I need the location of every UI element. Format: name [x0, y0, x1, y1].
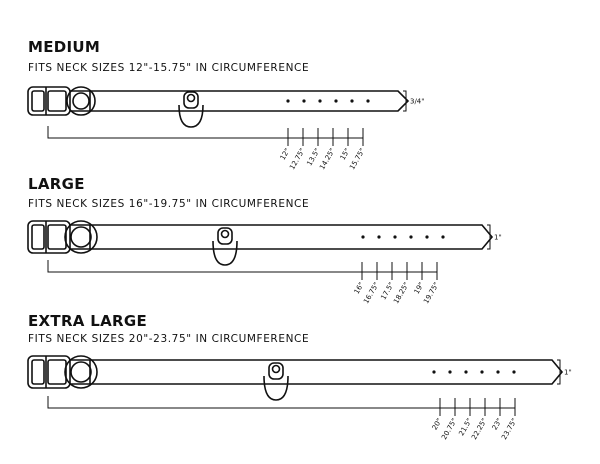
width-bracket [487, 224, 491, 250]
section-title: MEDIUM [28, 38, 101, 56]
width-bracket [403, 90, 407, 112]
adjustment-hole [441, 235, 445, 239]
buckle-frame [27, 86, 71, 116]
buckle-frame [27, 355, 71, 389]
buckle-inner-left [31, 224, 45, 250]
adjustment-hole [361, 235, 365, 239]
strap-width-label: 3/4" [410, 98, 425, 106]
adjustment-hole [409, 235, 413, 239]
d-ring-rivet [186, 93, 196, 103]
section-subtitle: FITS NECK SIZES 16"-19.75" IN CIRCUMFERE… [28, 198, 310, 210]
o-ring-inner [70, 361, 92, 383]
o-ring [64, 220, 98, 254]
d-ring [263, 375, 289, 401]
d-ring-rivet [220, 229, 230, 239]
section-title: LARGE [28, 175, 85, 193]
adjustment-hole [464, 370, 468, 374]
buckle-inner-right [47, 90, 67, 112]
section-subtitle: FITS NECK SIZES 20"-23.75" IN CIRCUMFERE… [28, 333, 310, 345]
width-bracket [557, 359, 561, 385]
adjustment-hole [432, 370, 436, 374]
adjustment-hole [393, 235, 397, 239]
measurement-axis [47, 260, 437, 273]
size-tick-label: 19" [413, 281, 426, 296]
adjustment-hole [286, 99, 290, 103]
size-tick-label: 20" [431, 417, 444, 432]
o-ring [66, 86, 96, 116]
adjustment-hole [425, 235, 429, 239]
adjustment-hole [350, 99, 354, 103]
adjustment-hole [496, 370, 500, 374]
adjustment-hole [377, 235, 381, 239]
collar-strap [70, 90, 410, 112]
adjustment-hole [448, 370, 452, 374]
adjustment-hole [480, 370, 484, 374]
adjustment-hole [512, 370, 516, 374]
adjustment-hole [302, 99, 306, 103]
section-title: EXTRA LARGE [28, 312, 148, 330]
d-ring [212, 240, 238, 266]
size-tick-label: 15" [339, 147, 352, 162]
measurement-axis [47, 396, 515, 409]
size-tick-label: 12" [279, 147, 292, 162]
o-ring-inner [70, 226, 92, 248]
buckle-inner-left [31, 359, 45, 385]
strap-width-label: 1" [494, 234, 502, 242]
size-tick-label: 23" [491, 417, 504, 432]
size-tick-label: 16" [353, 281, 366, 296]
collar-strap [70, 359, 564, 385]
buckle-inner-right [47, 359, 67, 385]
d-ring-rivet [271, 364, 281, 374]
adjustment-hole [366, 99, 370, 103]
o-ring-inner [72, 92, 90, 110]
adjustment-hole [318, 99, 322, 103]
buckle-inner-left [31, 90, 45, 112]
d-ring [178, 104, 204, 128]
measurement-axis [47, 126, 363, 139]
strap-width-label: 1" [564, 369, 572, 377]
section-subtitle: FITS NECK SIZES 12"-15.75" IN CIRCUMFERE… [28, 62, 310, 74]
buckle-frame [27, 220, 71, 254]
adjustment-hole [334, 99, 338, 103]
collar-strap [70, 224, 494, 250]
buckle-inner-right [47, 224, 67, 250]
o-ring [64, 355, 98, 389]
